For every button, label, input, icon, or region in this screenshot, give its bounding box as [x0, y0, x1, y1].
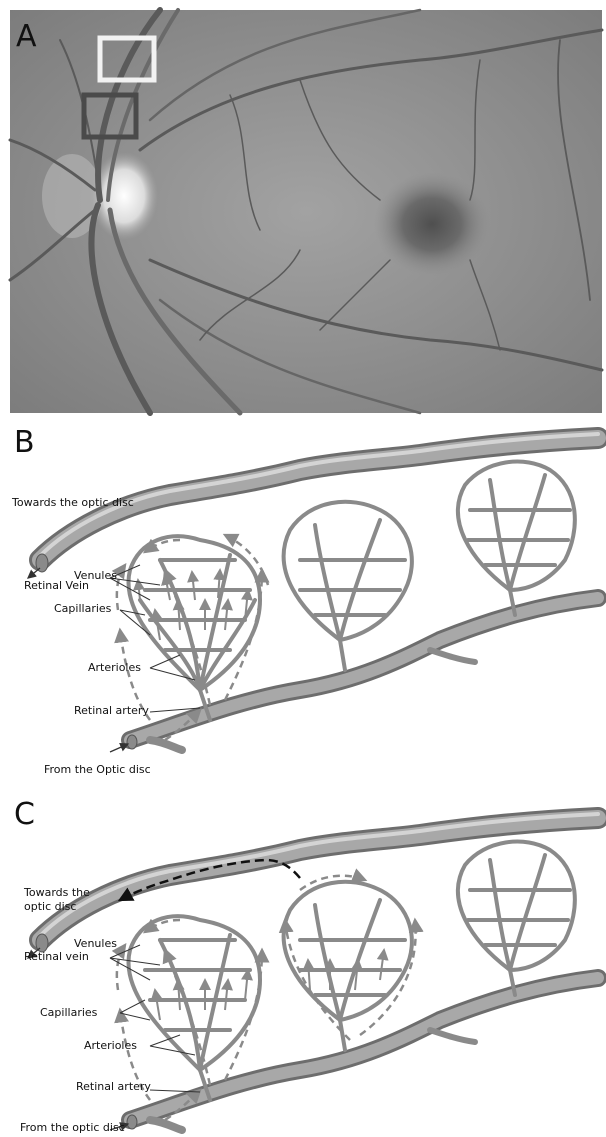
c-label-retinal-artery: Retinal artery	[76, 1081, 151, 1094]
capillary-bed-c3	[458, 842, 575, 995]
b-label-capillaries: Capillaries	[54, 603, 111, 616]
b-label-venules: Venules	[74, 570, 117, 583]
c-label-retinal-vein: Retinal vein	[24, 951, 89, 964]
b-label-retinal-artery: Retinal artery	[74, 705, 149, 718]
b-label-arterioles: Arterioles	[88, 662, 141, 675]
panel-a-fundus-photo	[10, 10, 602, 413]
capillary-arrows	[138, 570, 248, 640]
c-label-from-disc: From the optic disc	[20, 1122, 125, 1135]
c-label-capillaries: Capillaries	[40, 1007, 97, 1020]
c-label-venules: Venules	[74, 938, 117, 951]
b-label-towards-disc: Towards the optic disc	[12, 497, 134, 510]
capillary-bed-c1	[128, 916, 260, 1100]
capillary-bed-3	[458, 462, 575, 615]
panel-label-b: B	[14, 428, 35, 458]
panel-b-schematic	[36, 434, 598, 750]
c-label-towards-line2: optic disc	[24, 901, 76, 914]
panel-label-c: C	[14, 800, 35, 830]
capillary-bed-2	[284, 502, 412, 670]
c-label-towards-line1: Towards the	[24, 887, 90, 900]
capillary-bed-c2	[284, 882, 412, 1050]
c-label-arterioles: Arterioles	[84, 1040, 137, 1053]
capillary-bed-1	[128, 536, 260, 720]
b-label-from-disc: From the Optic disc	[44, 764, 151, 777]
panel-label-a: A	[16, 22, 37, 52]
